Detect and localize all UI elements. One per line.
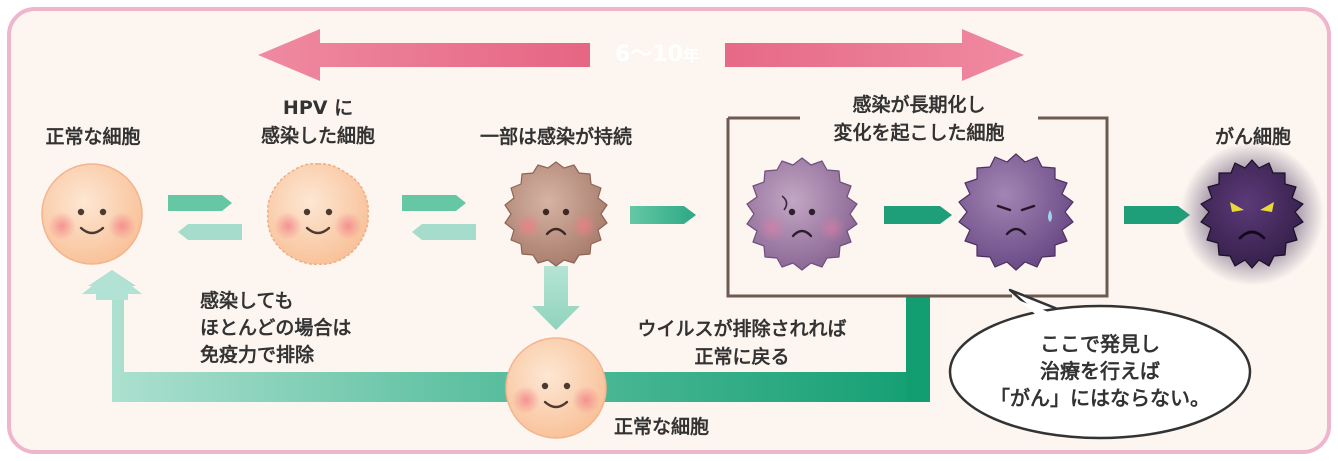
label-normal-cell: 正常な細胞 (45, 126, 141, 148)
forward-arrow-4 (884, 206, 952, 224)
forward-arrow-2 (402, 195, 466, 211)
period-unit: 年 (682, 46, 699, 65)
period-value: 6〜10 (615, 42, 683, 67)
label-changed-line2: 変化を起こした細胞 (833, 122, 1005, 144)
changed-cell-1 (746, 157, 858, 271)
persistent-cell (504, 161, 608, 267)
label-changed-line1: 感染が長期化し (852, 94, 986, 116)
label-infected-line2: 感染した細胞 (260, 125, 375, 147)
changed-cell-2 (958, 153, 1074, 271)
speech-bubble (948, 288, 1252, 440)
down-arrow (532, 266, 580, 330)
backward-arrow-2 (412, 224, 476, 240)
note-immune-line1: 感染しても (200, 290, 294, 312)
forward-arrow-1 (168, 195, 232, 211)
label-infected-line1: HPV に (282, 97, 354, 119)
note-immune-line3: 免疫力で排除 (200, 344, 315, 366)
period-label: 6〜10年 (592, 40, 722, 71)
label-cancer-cell: がん細胞 (1214, 126, 1291, 148)
bubble-line3: 「がん」にはならない。 (990, 386, 1210, 410)
note-immune-line2: ほとんどの場合は (200, 317, 352, 339)
backward-arrow-1 (178, 224, 242, 240)
changed-cells-bracket (726, 116, 1109, 298)
normal-cell (41, 163, 143, 265)
note-virus-line2: 正常に戻る (694, 346, 790, 368)
recovered-cell (505, 337, 607, 439)
label-persistent-cell: 一部は感染が持続 (479, 126, 632, 148)
period-label-bg (590, 43, 725, 67)
forward-arrow-3 (630, 206, 696, 224)
cancer-cell (1180, 142, 1324, 286)
infected-cell (267, 163, 369, 265)
note-virus-line1: ウイルスが排除されれば (637, 318, 847, 340)
label-recovered-cell: 正常な細胞 (614, 416, 710, 438)
return-arrow-right (906, 297, 930, 402)
bubble-line1: ここで発見し (1040, 332, 1160, 356)
forward-arrow-5 (1124, 206, 1190, 224)
bubble-line2: 治療を行えば (1040, 359, 1160, 383)
return-arrow-head (82, 270, 142, 300)
